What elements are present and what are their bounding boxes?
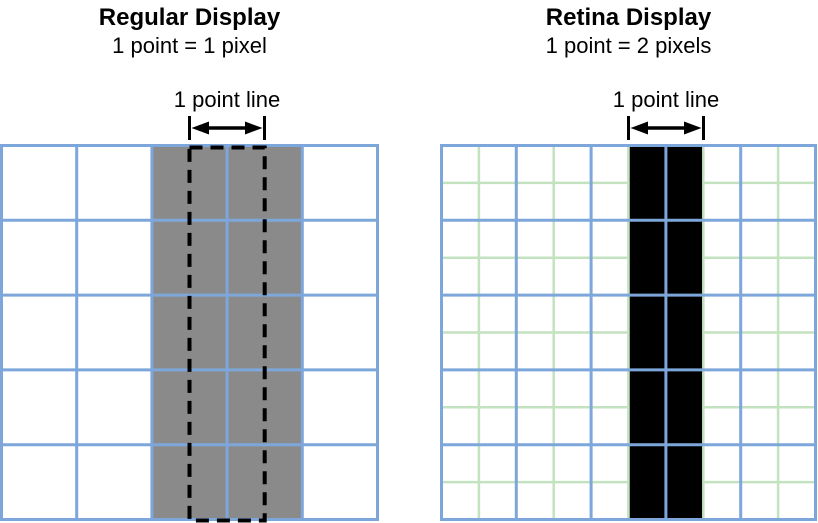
pixel-grid-retina xyxy=(440,144,817,521)
dimension-arrow-icon xyxy=(188,116,266,140)
panel-subtitle: 1 point = 1 pixel xyxy=(112,33,267,58)
point-line-label: 1 point line xyxy=(612,87,720,112)
panel-subtitle: 1 point = 2 pixels xyxy=(545,33,712,58)
page-title: Retina Display xyxy=(545,4,712,31)
dimension-arrow-icon xyxy=(627,116,705,140)
pixel-grid-regular xyxy=(0,144,379,523)
page-title: Regular Display xyxy=(98,4,281,31)
point-line-label: 1 point line xyxy=(173,87,281,112)
